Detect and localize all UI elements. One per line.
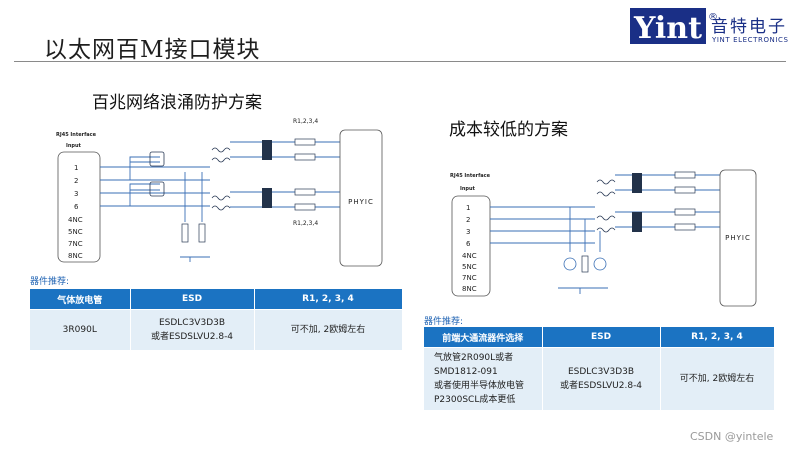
right-pin-label: 5NC <box>462 263 477 271</box>
logo-mark-text: Yint <box>633 11 702 46</box>
right-transformers <box>596 179 616 233</box>
left-recommend-label: 器件推荐: <box>30 277 70 287</box>
left-cell-line: ESDLC3V3D3B <box>158 317 226 328</box>
left-heading: 百兆网络浪涌防护方案 <box>92 93 262 113</box>
left-table-header: R1, 2, 3, 4 <box>254 289 403 310</box>
left-rj45-input: Input <box>66 143 82 149</box>
left-cell-line: 或者ESDSLVU2.8-4 <box>150 331 234 342</box>
left-pin-label: 4NC <box>68 216 83 224</box>
left-spec-table: 气体放电管 ESD R1, 2, 3, 4 3R090L ESDLC3V3D3B… <box>30 289 403 350</box>
left-cell-line: 可不加, 2欧姆左右 <box>290 324 366 335</box>
right-pin-label: 8NC <box>462 285 477 293</box>
left-table-header: 气体放电管 <box>30 289 131 310</box>
right-esd-devices <box>632 173 642 232</box>
right-cell-line: 或者ESDSLVU2.8-4 <box>559 380 643 391</box>
right-pin-label: 6 <box>466 240 471 248</box>
left-rj45-title: RJ45 Interface <box>56 132 97 138</box>
logo-subtitle: YINT ELECTRONICS <box>712 36 789 44</box>
right-cell-line: 可不加, 2欧姆左右 <box>679 373 755 384</box>
right-pin-labels: 1 2 3 6 4NC 5NC 7NC 8NC <box>462 204 477 293</box>
left-table-cell: 可不加, 2欧姆左右 <box>254 309 403 350</box>
right-pin-label: 4NC <box>462 252 477 260</box>
right-pin-label: 1 <box>466 204 470 212</box>
right-pin-label: 3 <box>466 228 470 236</box>
right-cell-line: 气放管2R090L或者 <box>434 352 514 363</box>
right-phy-label: PHYIC <box>725 234 751 242</box>
right-phy-chip <box>719 169 757 307</box>
right-cell-line: SMD1812-091 <box>434 366 498 377</box>
left-esd-devices <box>262 140 272 208</box>
logo-name: 音特电子 <box>711 17 787 37</box>
right-rj45-connector <box>451 195 491 297</box>
right-spec-table: 前端大通流器件选择 ESD R1, 2, 3, 4 气放管2R090L或者 SM… <box>424 327 775 410</box>
right-table-header-row: 前端大通流器件选择 ESD R1, 2, 3, 4 <box>424 327 775 348</box>
right-recommend-label: 器件推荐: <box>424 317 464 327</box>
left-resistors <box>181 138 316 243</box>
title-divider <box>14 61 786 62</box>
right-table-row: 气放管2R090L或者 SMD1812-091 或者使用半导体放电管 P2300… <box>424 347 775 410</box>
left-gas-tubes <box>149 151 165 197</box>
right-table-cell: 气放管2R090L或者 SMD1812-091 或者使用半导体放电管 P2300… <box>424 347 543 410</box>
left-schematic: RJ45 Interface Input 1 2 3 6 4NC 5NC 7NC… <box>56 118 383 267</box>
right-table-header: ESD <box>542 327 661 348</box>
right-rj45-title: RJ45 Interface <box>450 173 491 179</box>
left-table-header-row: 气体放电管 ESD R1, 2, 3, 4 <box>30 289 403 310</box>
left-phy-chip <box>339 129 383 267</box>
left-pin-label: 6 <box>74 203 79 211</box>
left-resistor-label-top: R1,2,3,4 <box>293 118 318 125</box>
left-pin-label: 7NC <box>68 240 83 248</box>
left-cell-line: 3R090L <box>62 324 97 335</box>
left-rj45-connector <box>57 151 101 263</box>
right-cell-line: ESDLC3V3D3B <box>567 366 635 377</box>
left-pin-label: 3 <box>74 190 78 198</box>
left-table-header: ESD <box>130 289 255 310</box>
left-pin-labels: 1 2 3 6 4NC 5NC 7NC 8NC <box>68 164 83 260</box>
left-pin-label: 5NC <box>68 228 83 236</box>
logo-registered-mark: ® <box>708 12 718 23</box>
right-schematic: RJ45 Interface Input 1 2 3 6 4NC 5NC 7NC… <box>450 169 757 307</box>
right-table-cell: ESDLC3V3D3B 或者ESDSLVU2.8-4 <box>542 347 661 410</box>
right-cell-line: P2300SCL成本更低 <box>434 394 516 405</box>
right-heading: 成本较低的方案 <box>449 120 568 140</box>
yint-logo: Yint ® <box>630 8 718 46</box>
page-title: 以太网百M接口模块 <box>44 37 261 63</box>
watermark: CSDN @yintele <box>690 430 774 443</box>
left-table-row: 3R090L ESDLC3V3D3B 或者ESDSLVU2.8-4 可不加, 2… <box>30 309 403 350</box>
left-table-cell: ESDLC3V3D3B 或者ESDSLVU2.8-4 <box>130 309 255 350</box>
left-pin-label: 1 <box>74 164 78 172</box>
right-cell-line: 或者使用半导体放电管 <box>434 380 525 391</box>
left-pin-label: 2 <box>74 177 78 185</box>
left-table-cell: 3R090L <box>30 309 131 350</box>
right-table-header: 前端大通流器件选择 <box>424 327 543 348</box>
left-transformers <box>211 147 231 211</box>
right-rj45-input: Input <box>460 186 476 192</box>
right-gdt-circles <box>563 257 607 271</box>
right-pin-label: 2 <box>466 216 470 224</box>
left-phy-label: PHYIC <box>348 198 374 206</box>
right-table-header: R1, 2, 3, 4 <box>660 327 775 348</box>
logo-mark-background <box>630 8 706 44</box>
right-pin-label: 7NC <box>462 274 477 282</box>
left-pin-label: 8NC <box>68 252 83 260</box>
right-table-cell: 可不加, 2欧姆左右 <box>660 347 775 410</box>
left-resistor-label-bottom: R1,2,3,4 <box>293 220 318 227</box>
right-resistors <box>581 171 696 273</box>
right-wires <box>490 174 720 294</box>
